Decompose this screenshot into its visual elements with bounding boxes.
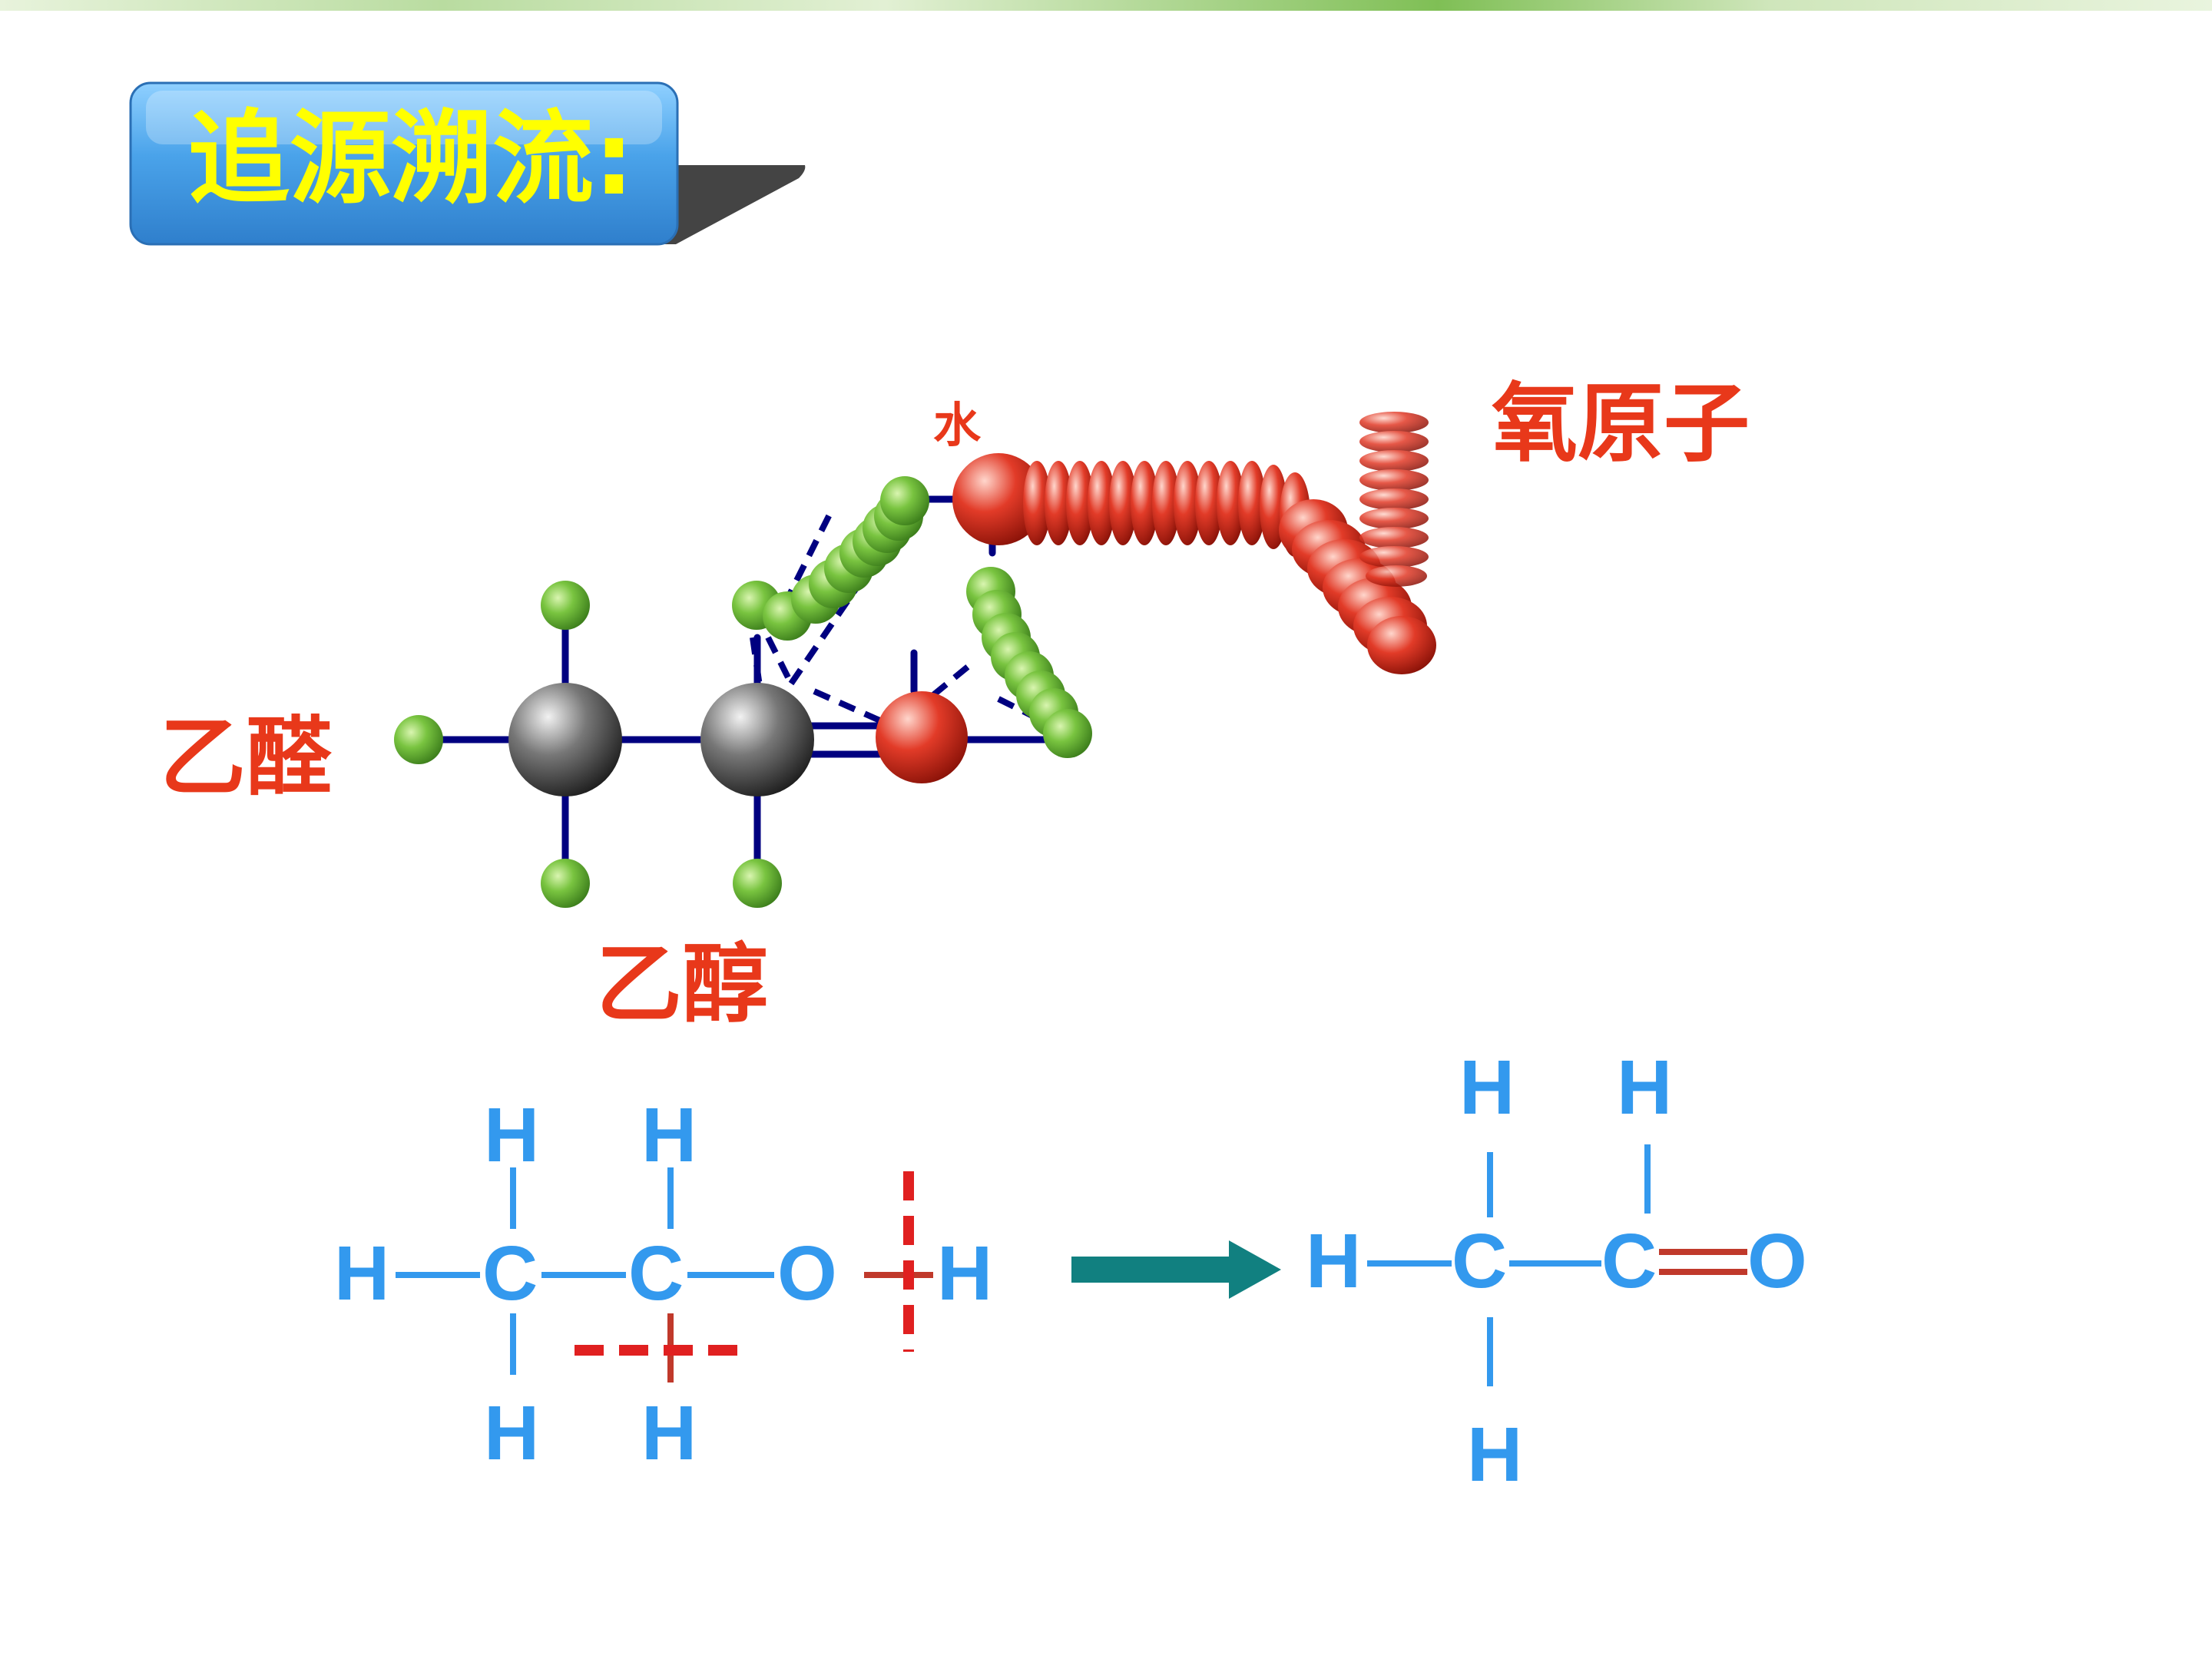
ethanol-atom: H — [334, 1230, 389, 1316]
acetaldehyde-atom: C — [1601, 1218, 1657, 1304]
acetaldehyde-atom: H — [1459, 1045, 1515, 1131]
title-banner-shadow — [661, 165, 806, 244]
ethanol-atom: O — [777, 1230, 837, 1316]
acetaldehyde-atom: H — [1306, 1218, 1361, 1304]
carbon-atom-1 — [508, 683, 622, 796]
hydrogen-trail-right — [966, 567, 1092, 758]
ethanol-atom: H — [641, 1092, 697, 1178]
page-title: 追源溯流: — [188, 100, 634, 218]
top-decorative-strip — [0, 0, 2212, 11]
ball-stick-model — [394, 412, 1436, 908]
acetaldehyde-bonds — [1367, 1144, 1651, 1386]
carbon-atom-2 — [700, 683, 814, 796]
label-ethanol: 乙醇 — [596, 935, 768, 1035]
reaction-arrow — [1071, 1240, 1281, 1299]
hydrogen-trail-left — [732, 476, 929, 641]
acetaldehyde-atom: H — [1617, 1045, 1672, 1131]
title-banner: 追源溯流: — [129, 81, 806, 246]
acetaldehyde-formula: H H H C C O H — [1306, 1045, 1807, 1498]
ethanol-formula: H H H C C O H H H — [334, 1092, 992, 1476]
ethanol-atom: C — [628, 1230, 684, 1316]
label-acetaldehyde: 乙醛 — [160, 708, 332, 808]
hydrogen-atom — [541, 859, 590, 908]
ethanol-atom: H — [641, 1390, 697, 1476]
ethanol-atom: H — [484, 1390, 539, 1476]
title-banner-box — [129, 81, 679, 246]
oxygen-trail — [952, 412, 1436, 674]
hydrogen-atom — [733, 859, 782, 908]
ethanol-atom: H — [937, 1230, 992, 1316]
ethanol-cut-marks — [575, 1171, 933, 1382]
ethanol-atom: H — [484, 1092, 539, 1178]
hydrogen-atom — [541, 581, 590, 630]
hydrogen-atom — [394, 715, 443, 764]
label-water: 水 — [933, 397, 982, 453]
title-banner-gloss — [146, 91, 662, 144]
acetaldehyde-atom: C — [1452, 1218, 1507, 1304]
ethanol-atom: C — [482, 1230, 538, 1316]
label-oxygen-atom: 氧原子 — [1492, 374, 1750, 474]
acetaldehyde-atom: H — [1467, 1412, 1522, 1498]
acetaldehyde-atom: O — [1747, 1218, 1807, 1304]
acetaldehyde-double-bond — [1659, 1249, 1747, 1275]
ethanol-bonds — [396, 1167, 774, 1375]
oxygen-atom-ethanol — [876, 691, 968, 783]
